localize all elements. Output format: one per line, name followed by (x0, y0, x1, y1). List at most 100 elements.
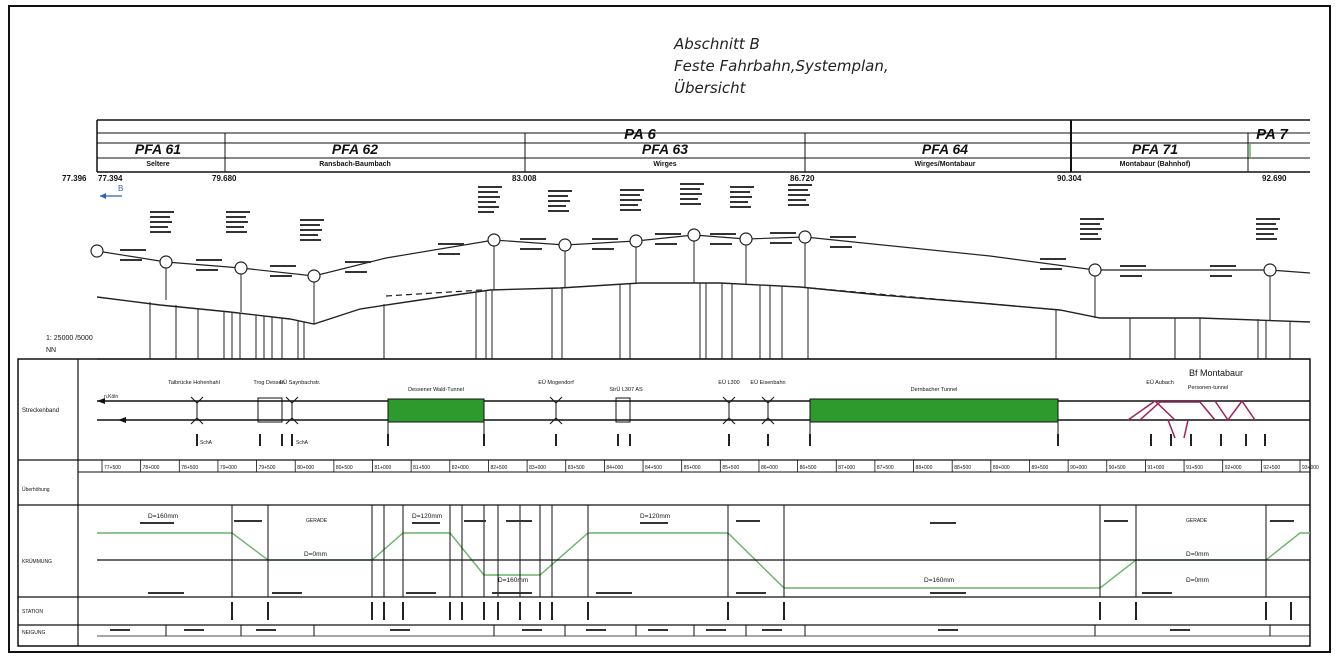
curvature-verticals (231, 505, 1267, 597)
km-tick-label: 89+000 (993, 465, 1010, 471)
row-label-kruemmung: KRÜMMUNG (22, 558, 52, 565)
km-tick-label: 86+500 (800, 465, 817, 471)
pfa-71-sub: Montabaur (Bahnhof) (1120, 161, 1191, 168)
km-label: 79.680 (212, 174, 237, 183)
station-band (231, 602, 1292, 620)
structure-dernbacher-tunnel: Dernbacher Tunnel (911, 387, 958, 393)
structure-dessener-tunnel: Dessener Wald-Tunnel (408, 387, 464, 393)
km-tick-label: 89+500 (1031, 465, 1048, 471)
pfa-labels: PFA 61 Seltere PFA 62 Ransbach-Baumbach … (135, 141, 1190, 168)
km-label: 77.396 (62, 174, 87, 183)
pfa-62-label: PFA 62 (332, 141, 378, 157)
km-tick-label: 81+500 (413, 465, 430, 471)
structure-eue-aubach: EÜ Aubach (1146, 379, 1174, 386)
km-tick-label: 92+000 (1225, 465, 1242, 471)
gradient-profile (90, 183, 1311, 360)
ground-line (96, 282, 1311, 325)
curve-gerade-label: GERADE (1186, 518, 1208, 524)
structure-personentunnel: Personen-tunnel (1188, 385, 1228, 391)
curve-d-label: D=120mm (640, 513, 670, 520)
structure-eue-l300: EÜ L300 (718, 379, 739, 386)
km-tick-label: 91+500 (1186, 465, 1203, 471)
row-labels: Streckenband Überhöhung KRÜMMUNG STATION… (22, 408, 59, 636)
km-tick-label: 82+500 (490, 465, 507, 471)
structure-talbruecke: Talbrücke Hohenhahl (168, 380, 220, 386)
km-tick-label: 80+500 (336, 465, 353, 471)
grade-value-marks (120, 232, 1236, 277)
km-label: 86.720 (790, 174, 815, 183)
structure-stru-l307: StrÜ L307 AS (609, 386, 643, 393)
km-tick-label: 81+000 (375, 465, 392, 471)
curve-d-label: D=160mm (498, 577, 528, 584)
km-tick-label: 93+000 (1302, 465, 1319, 471)
curve-d-label: D=0mm (1186, 577, 1209, 584)
km-tick-label: 77+500 (104, 465, 121, 471)
km-tick-label: 85+500 (722, 465, 739, 471)
track-band: n.Köln (97, 394, 1310, 446)
km-tick-label: 83+500 (568, 465, 585, 471)
pa-header-block (96, 119, 1310, 173)
pa-6-label: PA 6 (624, 126, 656, 143)
km-tick-label: 92+500 (1263, 465, 1280, 471)
band-table-frame (17, 358, 1311, 647)
km-label: 83.008 (512, 174, 537, 183)
km-tick-label: 91+000 (1147, 465, 1164, 471)
curve-gerade-label: GERADE (306, 518, 328, 524)
montabaur-station-tracks (1127, 399, 1256, 439)
structure-eue-mogendorf: EÜ Mogendorf (538, 379, 574, 386)
pfa-61-sub: Seltere (146, 161, 169, 168)
pfa-71-label: PFA 71 (1132, 141, 1178, 157)
pfa-63-label: PFA 63 (642, 141, 688, 157)
km-tick-label: 88+500 (954, 465, 971, 471)
km-label: 92.690 (1262, 174, 1287, 183)
curvature-band: D=160mm D=0mm D=120mm D=160mm D=120mm D=… (97, 505, 1310, 597)
km-tick-label: 88+000 (916, 465, 933, 471)
row-label-neigung: NEIGUNG (22, 630, 45, 636)
section-b-arrow-label: B (118, 184, 123, 193)
curvature-value-marks (140, 520, 1294, 594)
curve-d-label: D=0mm (304, 551, 327, 558)
structure-trog: Trog Dessen (253, 380, 284, 386)
km-label: 77.394 (98, 174, 123, 183)
curve-d-label: D=0mm (1186, 551, 1209, 558)
station-bf-montabaur: Bf Montabaur (1189, 368, 1243, 378)
structure-eue-eisenbahn: EÜ Eisenbahn (750, 379, 785, 386)
km-tick-label: 80+000 (297, 465, 314, 471)
tunnel-dashes (385, 287, 1061, 311)
schutz-label: SchA (200, 440, 213, 446)
title-line-2: Feste Fahrbahn,Systemplan, (674, 57, 889, 75)
curve-d-label: D=160mm (924, 577, 954, 584)
km-tick-label: 78+000 (143, 465, 160, 471)
km-tick-label: 82+000 (452, 465, 469, 471)
km-tick-label: 87+000 (838, 465, 855, 471)
scale-sub-label: NN (46, 347, 56, 354)
schutz-label: SchA (296, 440, 309, 446)
bridge-markers (190, 396, 775, 425)
tunnel-dessener-wald (387, 398, 485, 423)
km-tick-label: 90+000 (1070, 465, 1087, 471)
km-tick-label: 86+000 (761, 465, 778, 471)
row-label-ueberhoehung: Überhöhung (22, 486, 50, 493)
station-marks-track (196, 434, 1266, 446)
title-line-3: Übersicht (674, 79, 746, 97)
km-tick-label: 84+000 (606, 465, 623, 471)
pvi-circles (90, 228, 1277, 283)
section-b-arrow: B (100, 184, 123, 199)
direction-label: n.Köln (104, 394, 118, 400)
profile-verticals (149, 241, 1291, 359)
drawing-frame: Abschnitt B Feste Fahrbahn,Systemplan, Ü… (8, 5, 1331, 653)
pfa-62-sub: Ransbach-Baumbach (319, 161, 391, 168)
km-tick-label: 90+500 (1109, 465, 1126, 471)
scale-label: 1: 25000 /5000 (46, 335, 93, 342)
structure-labels: Talbrücke Hohenhahl Trog Dessen EÜ Saynb… (168, 368, 1243, 393)
curve-d-label: D=120mm (412, 513, 442, 520)
grade-line (96, 234, 1311, 277)
drawing-title-block: Abschnitt B Feste Fahrbahn,Systemplan, Ü… (674, 33, 889, 99)
km-tick-label: 87+500 (877, 465, 894, 471)
title-line-1: Abschnitt B (674, 35, 760, 53)
pa-7-label: PA 7 (1256, 126, 1288, 143)
km-tick-label: 83+000 (529, 465, 546, 471)
curve-d-label: D=160mm (148, 513, 178, 520)
